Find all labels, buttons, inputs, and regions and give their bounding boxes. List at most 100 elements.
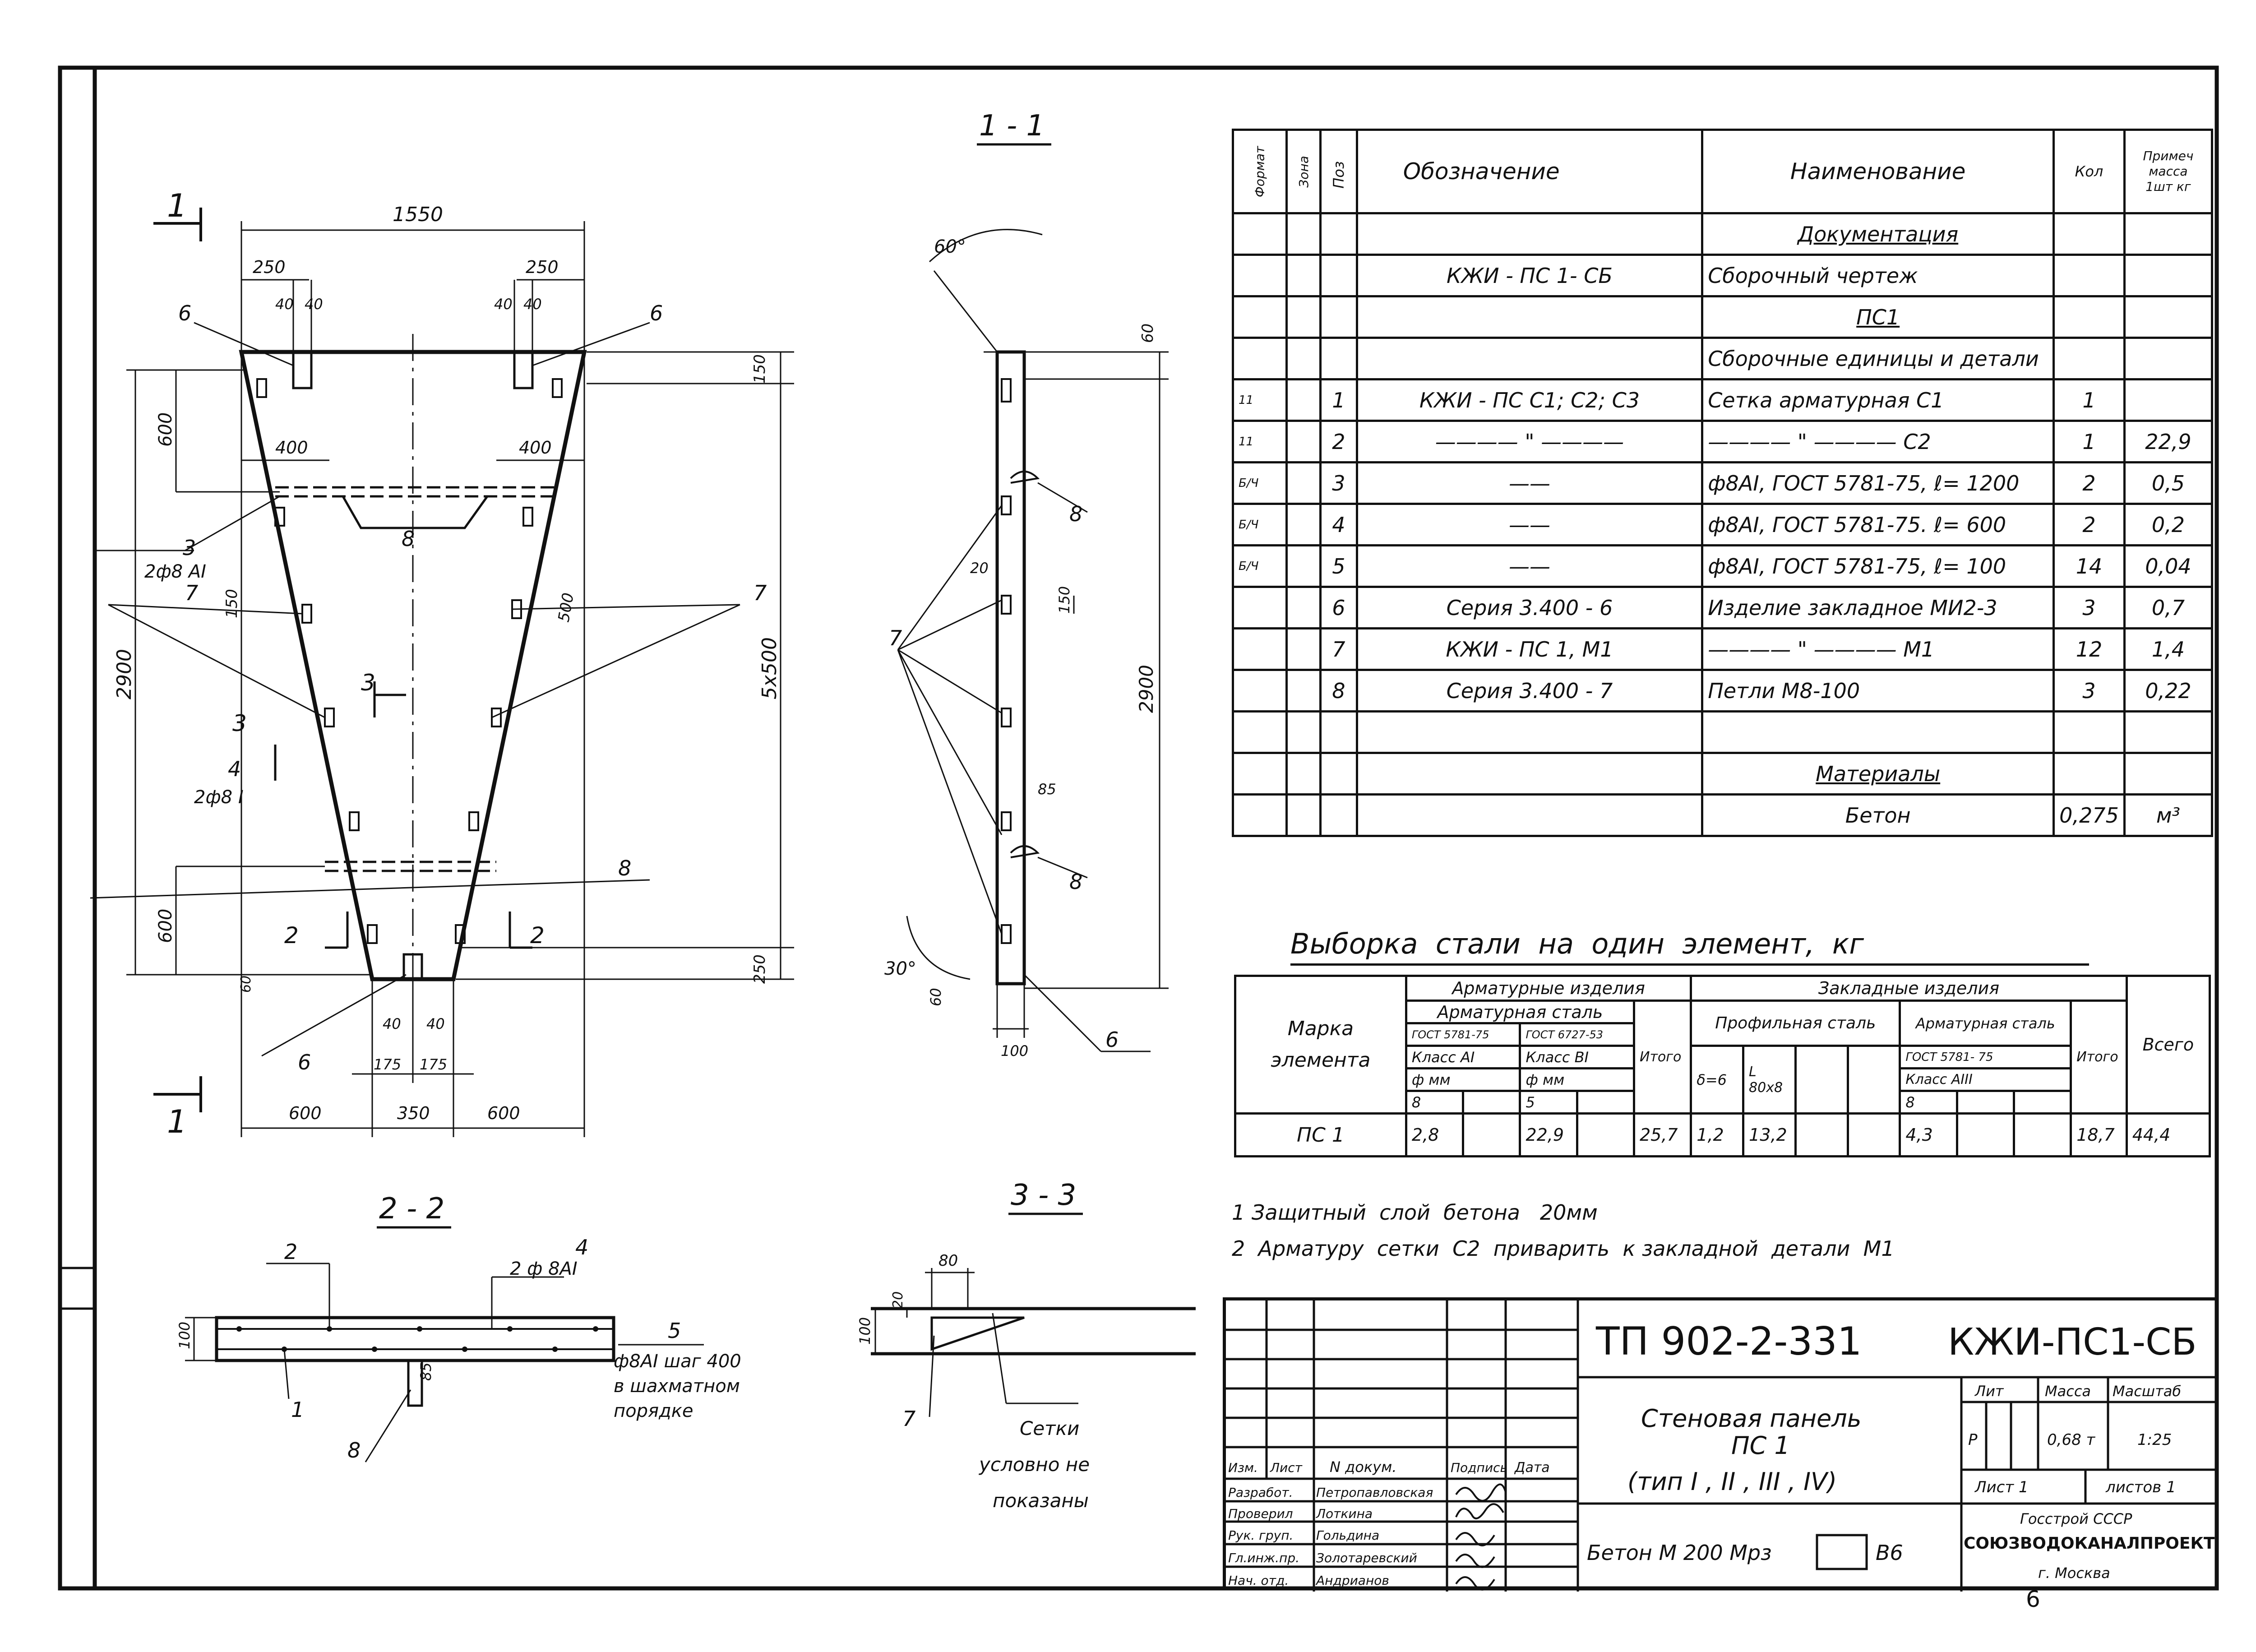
dim-250-bottom: 250 <box>751 954 769 984</box>
spec-cell-note <box>2123 254 2214 297</box>
stamp-h-sign: Подпись <box>1451 1460 1507 1475</box>
spec-cell-format: Б/Ч <box>1232 503 1288 546</box>
s3-dim-80: 80 <box>938 1252 958 1270</box>
side-callout-7: 7 <box>889 626 902 650</box>
spec-cell-zone <box>1285 793 1322 837</box>
s3-dim-20: 20 <box>890 1291 906 1309</box>
s3-callout-7: 7 <box>902 1407 915 1431</box>
stamp-h-scale: Масштаб <box>2113 1383 2181 1400</box>
section-arrow-2-right: 2 <box>530 922 545 949</box>
steel-h-gost1: ГОСТ 5781-75 <box>1405 1022 1521 1047</box>
callout-6-bottom: 6 <box>298 1050 311 1074</box>
view-title-1-1: 1 - 1 <box>979 109 1045 143</box>
spec-cell-note <box>2123 337 2214 380</box>
steel-h-d8: 8 <box>1405 1090 1465 1115</box>
spec-cell-format <box>1232 212 1288 256</box>
spec-cell-designation <box>1355 337 1704 380</box>
spec-cell-name: ПС1 <box>1701 295 2055 339</box>
spec-cell-note: 0,04 <box>2123 544 2214 588</box>
spec-cell-name: Бетон <box>1701 793 2055 837</box>
steel-table-title: Выборка стали на один элемент, кг <box>1290 927 1864 960</box>
callout-8-top: 8 <box>402 527 415 551</box>
steel-h-gost3: ГОСТ 5781- 75 <box>1899 1045 2072 1069</box>
spec-h-pos: Поз <box>1330 161 1347 189</box>
steel-title-underline <box>1290 963 2089 966</box>
spec-cell-designation <box>1355 710 1704 754</box>
dim-1550: 1550 <box>393 203 443 226</box>
steel-grand: 44,4 <box>2125 1112 2211 1157</box>
stamp-title-3: (тип I , II , III , IV) <box>1627 1467 1837 1496</box>
spec-cell-note: 0,22 <box>2123 669 2214 713</box>
steel-h-embedded: Закладные изделия <box>1690 975 2128 1002</box>
dim-bottom-350: 350 <box>397 1103 430 1123</box>
stamp-h-mass: Масса <box>2045 1383 2091 1400</box>
spec-h-qty: Кол <box>2053 129 2126 214</box>
spec-h-designation: Обозначение <box>1355 129 1704 214</box>
stamp-code: КЖИ-ПС1-СБ <box>1948 1321 2197 1364</box>
stamp-name-1: Лоткина <box>1316 1506 1373 1521</box>
spec-cell-qty: 2 <box>2053 461 2126 505</box>
spec-cell-note: 22,9 <box>2123 420 2214 463</box>
specification-table: Формат Зона Поз Обозначение Наименование… <box>1232 129 2214 837</box>
stamp-sheets: листов 1 <box>2105 1478 2176 1496</box>
steel-h-class-bi: Класс BI <box>1519 1045 1635 1069</box>
s3-note-3: показаны <box>993 1490 1089 1512</box>
spec-cell-pos: 3 <box>1319 461 1358 505</box>
dim-bottom-600a: 600 <box>289 1103 322 1123</box>
spec-header-row: Формат Зона Поз Обозначение Наименование… <box>1232 129 2214 214</box>
spec-cell-note: 0,2 <box>2123 503 2214 546</box>
stamp-role-2: Рук. груп. <box>1228 1528 1293 1543</box>
page-number: 6 <box>2026 1586 2040 1612</box>
stamp-org-1: Госстрой СССР <box>2020 1510 2132 1527</box>
s3-note-1: Сетки <box>1020 1417 1079 1439</box>
dim-175b: 175 <box>420 1056 447 1073</box>
spec-cell-qty <box>2053 295 2126 339</box>
spec-cell-zone <box>1285 420 1322 463</box>
note-2: 2 Арматуру сетки С2 приварить к закладно… <box>1232 1236 1895 1261</box>
s3-dim-100: 100 <box>856 1317 874 1345</box>
angle-60: 60° <box>934 236 966 257</box>
spec-h-name: Наименование <box>1701 129 2055 214</box>
spec-cell-designation <box>1355 212 1704 256</box>
s2-callout-5: 5 <box>668 1319 681 1343</box>
steel-total2: 18,7 <box>2070 1112 2128 1157</box>
spec-cell-name: ———— " ———— С2 <box>1701 420 2055 463</box>
stamp-lit: Р <box>1968 1431 1978 1449</box>
steel-total1: 25,7 <box>1632 1112 1692 1157</box>
spec-cell-format: Б/Ч <box>1232 461 1288 505</box>
spec-cell-qty: 12 <box>2053 627 2126 671</box>
cut-marker-top: 1 <box>167 187 187 224</box>
spec-row <box>1232 710 2214 754</box>
steel-aiii8: 4,3 <box>1899 1112 1958 1157</box>
steel-h-dia2: ф мм <box>1519 1067 1635 1092</box>
dim-60: 60 <box>238 976 254 993</box>
dim-600-bottom: 600 <box>155 909 176 943</box>
steel-h-total2: Итого <box>2070 1000 2128 1115</box>
spec-cell-zone <box>1285 461 1322 505</box>
spec-cell-name: Петли М8-100 <box>1701 669 2055 713</box>
spec-cell-qty <box>2053 710 2126 754</box>
side-callout-8b: 8 <box>1069 870 1082 894</box>
spec-cell-name: ф8AI, ГОСТ 5781-75, ℓ= 100 <box>1701 544 2055 588</box>
dim-5x500: 5x500 <box>758 637 781 699</box>
stamp-org-3: г. Москва <box>2038 1564 2110 1582</box>
spec-cell-pos: 1 <box>1319 378 1358 422</box>
spec-cell-note: м³ <box>2123 793 2214 837</box>
side-dim-60: 60 <box>1139 324 1157 343</box>
stamp-org-2: СОЮЗВОДОКАНАЛПРОЕКТ <box>1964 1534 2215 1553</box>
spec-cell-zone <box>1285 503 1322 546</box>
callout-3: 3 <box>183 536 196 560</box>
stamp-scale: 1:25 <box>2137 1431 2172 1449</box>
view-title-2-2: 2 - 2 <box>379 1192 444 1226</box>
title-block-grid: Изм. Лист N докум. Подпись Дата Разработ… <box>1226 1300 2219 1592</box>
angle-30: 30° <box>884 958 916 979</box>
spec-cell-qty: 3 <box>2053 586 2126 629</box>
steel-delta: 1,2 <box>1690 1112 1745 1157</box>
spec-cell-zone <box>1285 586 1322 629</box>
note-1: 1 Защитный слой бетона 20мм <box>1232 1200 1598 1225</box>
stamp-mass: 0,68 т <box>2047 1431 2096 1449</box>
spec-cell-zone <box>1285 669 1322 713</box>
